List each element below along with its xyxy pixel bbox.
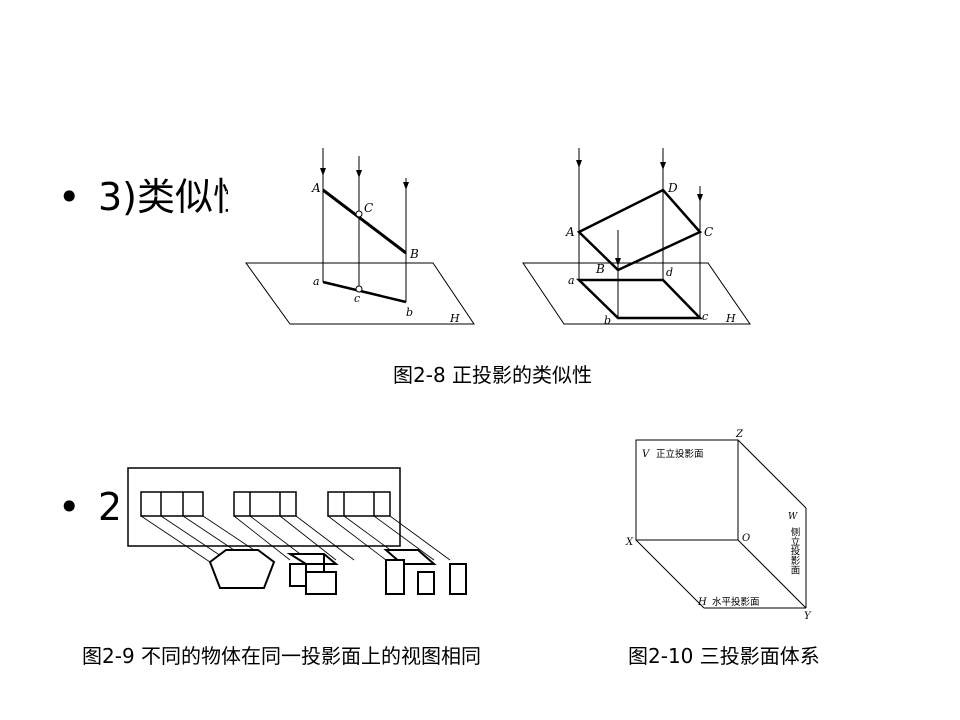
- label-b-right: b: [604, 314, 611, 327]
- label-c: c: [354, 292, 360, 305]
- figure-2-9: [118, 462, 480, 604]
- label-B: B: [409, 247, 419, 261]
- caption-fig-2-10: 图2-10 三投影面体系: [628, 644, 820, 668]
- label-H-plane: 水平投影面: [712, 596, 760, 608]
- bullet-marker: •: [58, 175, 81, 219]
- label-W-plane: 侧立投影面: [789, 526, 801, 575]
- label-c-right: c: [702, 310, 708, 323]
- label-A-right: A: [565, 225, 575, 239]
- label-B-right: B: [595, 262, 605, 276]
- bullet-marker: •: [58, 485, 81, 529]
- bullet-text: 3)类似性: [98, 175, 252, 219]
- label-Z: Z: [735, 429, 744, 440]
- label-V: V: [642, 449, 651, 460]
- label-W: W: [788, 512, 798, 522]
- label-V-plane: 正立投影面: [656, 448, 704, 460]
- label-b: b: [406, 306, 413, 319]
- label-a-right: a: [568, 274, 575, 287]
- bullet-2: •2: [58, 488, 122, 526]
- label-H: H: [449, 312, 460, 325]
- label-Y: Y: [804, 611, 812, 622]
- label-d: d: [666, 266, 673, 279]
- label-C: C: [364, 201, 373, 215]
- caption-fig-2-8: 图2-8 正投影的类似性: [393, 363, 593, 387]
- caption-fig-2-9: 图2-9 不同的物体在同一投影面上的视图相同: [82, 644, 482, 668]
- label-A: A: [311, 181, 321, 195]
- label-D: D: [667, 181, 678, 195]
- label-a: a: [313, 275, 320, 288]
- label-H: H: [697, 597, 707, 608]
- label-O: O: [742, 533, 750, 544]
- figure-2-8: A C B a c b H A D C B a d b c H: [228, 140, 768, 340]
- label-C-right: C: [704, 225, 713, 239]
- label-X: X: [625, 537, 634, 548]
- label-H-right: H: [725, 312, 736, 325]
- bullet-similarity: • 3)类似性: [58, 178, 251, 216]
- figure-2-10: Z V 正立投影面 X O W 侧立投影面 H 水平投影面 Y: [620, 425, 820, 625]
